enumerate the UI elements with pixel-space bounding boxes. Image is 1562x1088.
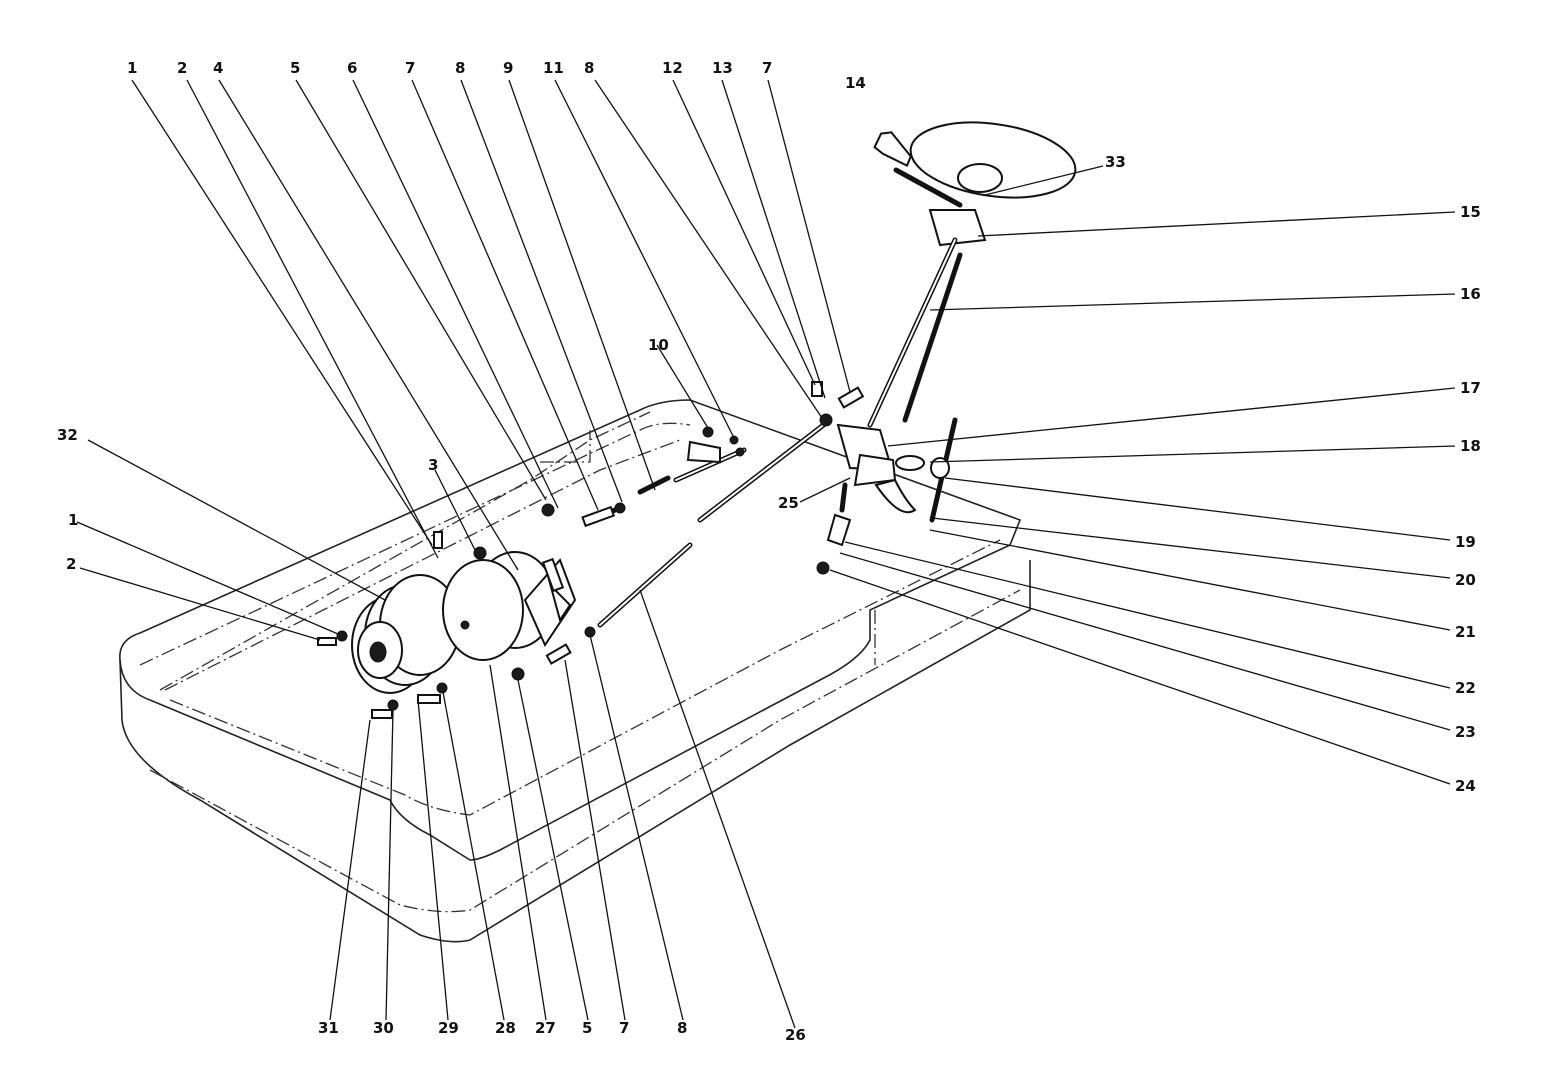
hardware xyxy=(317,426,745,719)
callout-1-left: 1 xyxy=(68,511,78,529)
callout-33: 33 xyxy=(1105,153,1126,171)
callout-21: 21 xyxy=(1455,623,1476,641)
callout-12-top: 12 xyxy=(662,59,683,77)
callout-7-bottom: 7 xyxy=(619,1019,629,1037)
callout-6-top: 6 xyxy=(347,59,357,77)
callout-24: 24 xyxy=(1455,777,1476,795)
callout-15: 15 xyxy=(1460,203,1481,221)
callout-31: 31 xyxy=(318,1019,339,1037)
callout-20: 20 xyxy=(1455,571,1476,589)
callout-16: 16 xyxy=(1460,285,1481,303)
callout-11-top: 11 xyxy=(543,59,564,77)
leader-lines xyxy=(76,79,1456,1029)
callout-5-bottom: 5 xyxy=(582,1019,592,1037)
callout-28: 28 xyxy=(495,1019,516,1037)
callout-10: 10 xyxy=(648,336,669,354)
callout-32: 32 xyxy=(57,426,78,444)
callout-18: 18 xyxy=(1460,437,1481,455)
pulley-assembly xyxy=(351,551,577,694)
callout-13-top: 13 xyxy=(712,59,733,77)
callout-30: 30 xyxy=(373,1019,394,1037)
callout-3: 3 xyxy=(428,456,438,474)
callout-8-bottom: 8 xyxy=(677,1019,687,1037)
callout-17: 17 xyxy=(1460,379,1481,397)
steering-assembly xyxy=(811,121,1077,575)
callout-9-top: 9 xyxy=(503,59,513,77)
callout-5-top: 5 xyxy=(290,59,300,77)
callout-7-top: 7 xyxy=(405,59,415,77)
callout-4-top: 4 xyxy=(213,59,223,77)
frame-outline xyxy=(119,399,1031,943)
callout-8-top-b: 8 xyxy=(584,59,594,77)
callout-labels: 1 2 4 5 6 7 8 9 11 8 12 13 7 14 33 15 16… xyxy=(57,59,1481,1044)
callout-22: 22 xyxy=(1455,679,1476,697)
callout-23: 23 xyxy=(1455,723,1476,741)
callout-29: 29 xyxy=(438,1019,459,1037)
callout-8-top: 8 xyxy=(455,59,465,77)
callout-14: 14 xyxy=(845,74,866,92)
callout-26: 26 xyxy=(785,1026,806,1044)
callout-2-top: 2 xyxy=(177,59,187,77)
callout-7-top-b: 7 xyxy=(762,59,772,77)
callout-25: 25 xyxy=(778,494,799,512)
callout-27: 27 xyxy=(535,1019,556,1037)
callout-19: 19 xyxy=(1455,533,1476,551)
callout-2-left: 2 xyxy=(66,555,76,573)
callout-1-top: 1 xyxy=(127,59,137,77)
